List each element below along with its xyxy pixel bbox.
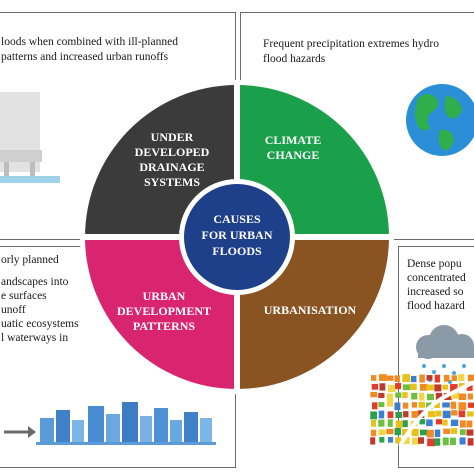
bottom-left-text-6: l waterways in [1,332,69,344]
bottom-left-text-3: e surfaces [1,290,47,302]
bottom-right-text-3: increased so [407,286,464,298]
center-label-3: FLOODS [212,244,262,258]
urbanisation-label: URBANISATION [264,303,357,317]
center-label-2: FOR URBAN [202,228,273,242]
development-label-1: URBAN [143,289,186,303]
center-label-1: CAUSES [213,212,261,226]
top-left-text-2: patterns and increased urban runoffs [1,51,169,63]
bottom-left-text-4: unoff [1,304,26,316]
bottom-left-text-5: uatic ecosystems [1,318,79,330]
top-right-text-1: Frequent precipitation extremes hydro [263,38,439,50]
bottom-right-text-4: flood hazard [407,300,465,312]
top-left-text-1: loods when combined with ill-planned [1,36,178,48]
development-label-2: DEVELOPMENT [117,304,211,318]
top-right-text-2: flood hazards [263,53,326,65]
climate-label-1: CLIMATE [265,133,321,147]
drainage-building-icon [0,92,60,183]
urban-map-pattern [370,374,474,447]
bottom-left-text-1: orly planned [1,254,59,266]
city-skyline-icon [4,402,216,445]
underdeveloped-label-2: DEVELOPED [135,145,210,159]
bottom-right-text-1: Dense popu [407,258,462,270]
bottom-left-text-2: andscapes into [1,276,69,288]
climate-label-2: CHANGE [267,148,320,162]
bottom-right-text-2: concentrated [407,272,466,284]
underdeveloped-label-3: DRAINAGE [139,160,204,174]
development-label-3: PATTERNS [133,319,196,333]
underdeveloped-label-1: UNDER [151,130,194,144]
rain-cloud-icon [416,325,474,384]
globe-icon [406,84,474,156]
underdeveloped-label-4: SYSTEMS [144,175,200,189]
